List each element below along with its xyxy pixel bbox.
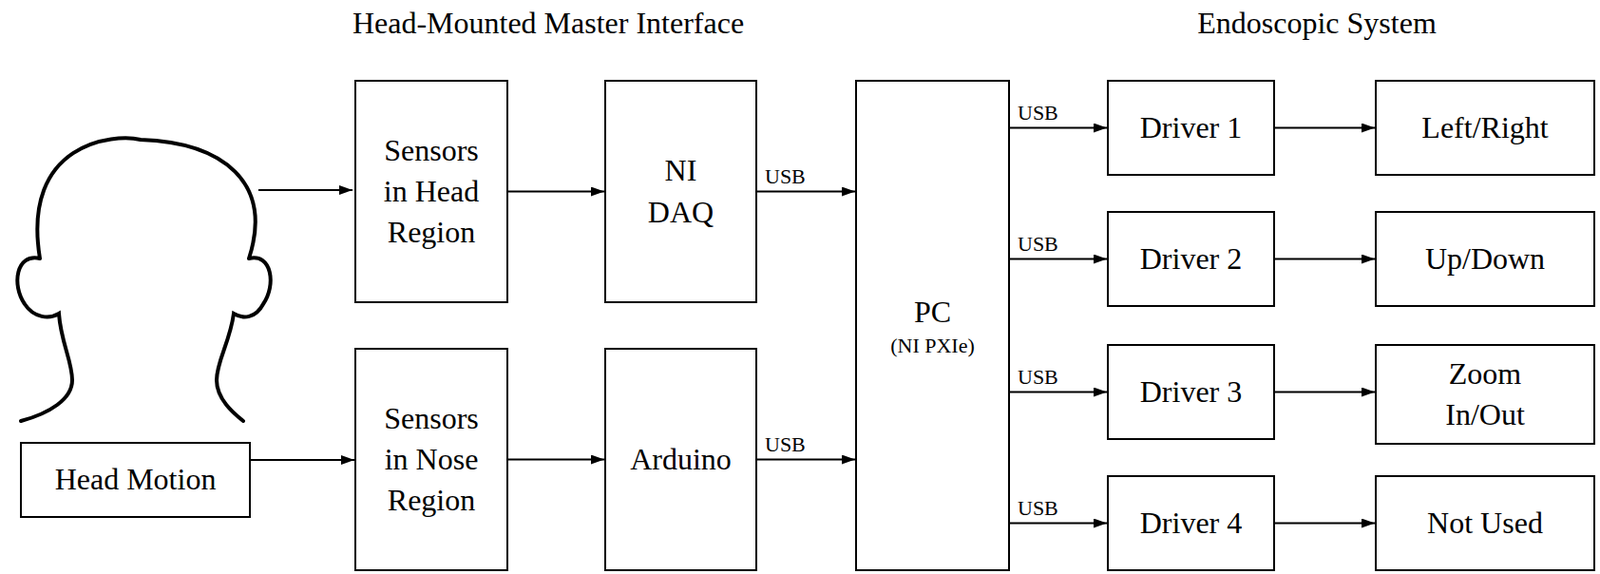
node-text: Sensors in Nose Region — [373, 398, 490, 522]
daq-box: NI DAQ — [604, 79, 758, 304]
node-text: Zoom In/Out — [1413, 353, 1557, 436]
node-text: Driver 1 — [1140, 107, 1243, 149]
edge-label: USB — [1015, 364, 1061, 390]
node-text: NI DAQ — [643, 150, 720, 232]
signal-arrow — [1275, 127, 1375, 130]
node-text: Head Motion — [55, 458, 217, 500]
node-text: Driver 2 — [1140, 238, 1243, 280]
edge-label: USB — [762, 164, 808, 190]
node-text: Not Used — [1427, 502, 1543, 544]
section-heading: Head-Mounted Master Interface — [352, 4, 744, 41]
node-text: Up/Down — [1425, 238, 1545, 280]
node-text: Driver 4 — [1140, 502, 1243, 544]
head-motion-arrow — [258, 189, 353, 191]
signal-arrow — [250, 458, 355, 461]
driver-box: Driver 3 — [1106, 343, 1276, 440]
signal-arrow — [1275, 391, 1375, 394]
node-text: PC — [914, 291, 952, 333]
edge-label: USB — [1015, 495, 1061, 521]
computer-box: PC(NI PXIe) — [855, 79, 1010, 572]
motion-box: Up/Down — [1374, 210, 1596, 307]
node-text: Sensors in Head Region — [373, 130, 490, 254]
signal-arrow — [1275, 258, 1375, 261]
driver-box: Driver 1 — [1106, 79, 1276, 176]
signal-arrow — [1009, 127, 1107, 130]
node-subtext: (NI PXIe) — [890, 332, 975, 361]
signal-arrow — [1009, 258, 1107, 261]
motion-box: Left/Right — [1374, 79, 1596, 176]
section-heading: Endoscopic System — [1197, 4, 1437, 41]
node-text: Left/Right — [1421, 107, 1548, 149]
signal-arrow — [1275, 522, 1375, 525]
sensor-box: Sensors in Nose Region — [354, 347, 509, 572]
edge-label: USB — [762, 432, 808, 458]
head-outline — [17, 137, 270, 421]
input-box: Head Motion — [19, 441, 251, 518]
sensor-box: Sensors in Head Region — [354, 79, 509, 304]
edge-label: USB — [1015, 231, 1061, 257]
signal-arrow — [757, 458, 856, 461]
microcontroller-box: Arduino — [604, 347, 758, 572]
signal-arrow — [757, 190, 856, 193]
node-text: Driver 3 — [1140, 371, 1243, 413]
driver-box: Driver 4 — [1106, 475, 1276, 572]
signal-arrow — [508, 458, 605, 461]
node-text: Arduino — [629, 438, 732, 480]
motion-box: Not Used — [1374, 475, 1596, 572]
signal-arrow — [1009, 522, 1107, 525]
motion-box: Zoom In/Out — [1374, 343, 1596, 445]
driver-box: Driver 2 — [1106, 210, 1276, 307]
signal-arrow — [508, 190, 605, 193]
signal-arrow — [1009, 391, 1107, 394]
edge-label: USB — [1015, 100, 1061, 126]
